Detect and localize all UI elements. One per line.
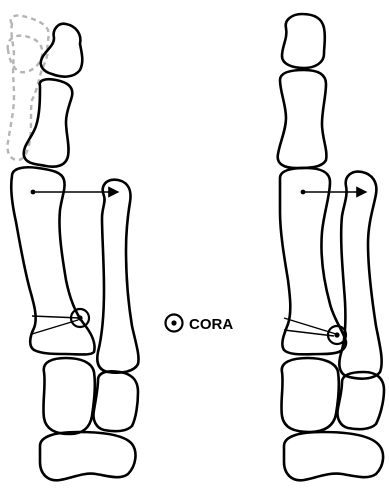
right-cora-dot xyxy=(334,332,339,337)
left-proximal-phalanx xyxy=(24,79,73,166)
right-arrow-origin-dot xyxy=(301,190,306,195)
left-foot xyxy=(7,15,138,480)
left-intermediate-cuneiform xyxy=(93,371,138,431)
left-distal-phalanx xyxy=(41,24,83,77)
right-distal-phalanx xyxy=(282,14,325,68)
right-intermediate-cuneiform xyxy=(337,372,384,429)
left-cora-dot xyxy=(77,315,82,320)
legend: CORA xyxy=(166,315,234,334)
left-annotations xyxy=(31,190,118,334)
circled-dot-icon xyxy=(166,315,183,332)
legend-label: CORA xyxy=(189,316,233,333)
right-navicular xyxy=(284,432,383,480)
left-arrow-origin-dot xyxy=(31,190,36,195)
left-medial-cuneiform xyxy=(43,358,94,434)
right-medial-cuneiform xyxy=(281,358,338,432)
right-proximal-phalanx xyxy=(278,70,327,168)
left-second-metatarsal xyxy=(97,180,138,373)
right-foot xyxy=(278,14,384,480)
left-axis-line-upper xyxy=(32,316,80,318)
left-navicular xyxy=(40,432,135,480)
